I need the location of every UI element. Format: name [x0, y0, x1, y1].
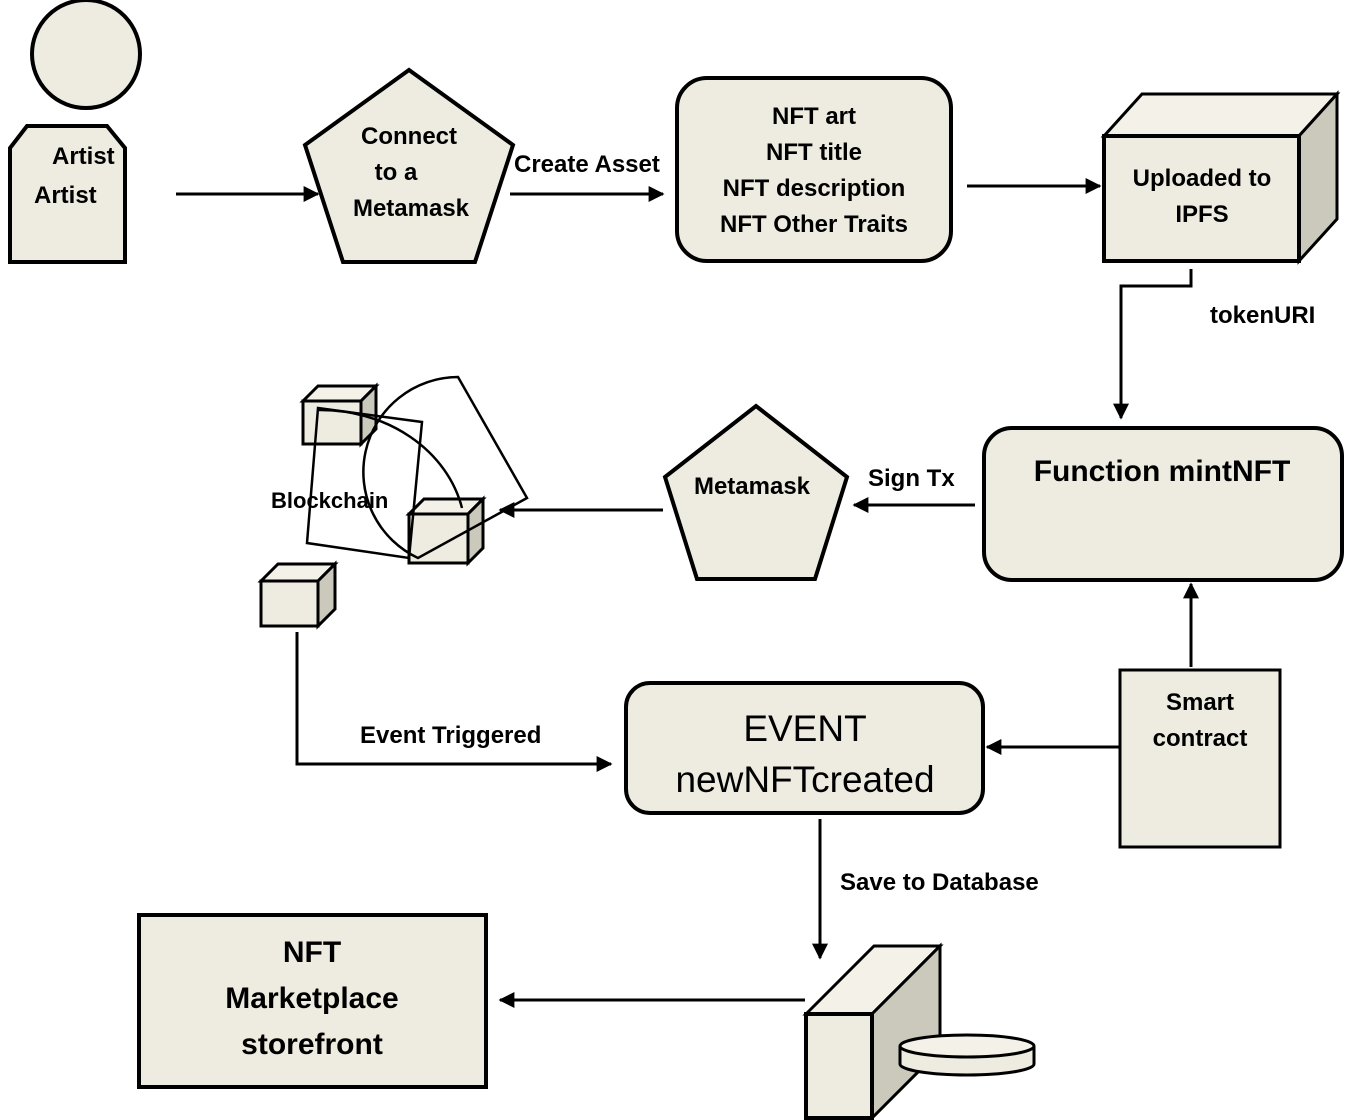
artist-actor: Artist Artist: [8, 0, 142, 264]
connect-metamask-node: Connect to a Metamask: [302, 67, 516, 264]
marketplace-box: [137, 913, 488, 1089]
connect-label-3: Metamask: [353, 195, 470, 222]
chain-link-fan: [362, 375, 529, 560]
database-node: [802, 942, 1036, 1120]
marketplace-label-2: Marketplace: [225, 982, 398, 1015]
nft-asset-line-2: NFT title: [766, 139, 862, 166]
smart-contract-box: [1118, 668, 1282, 849]
blockchain-node: Blockchain: [257, 375, 529, 630]
event-label-2: newNFTcreated: [675, 759, 934, 800]
save-to-database-label: Save to Database: [840, 869, 1039, 896]
connect-pentagon: [302, 67, 516, 264]
ipfs-label-2: IPFS: [1175, 201, 1228, 228]
marketplace-node: NFT Marketplace storefront: [137, 913, 488, 1089]
smart-contract-label-1: Smart: [1166, 689, 1234, 716]
sign-tx-label: Sign Tx: [868, 465, 955, 492]
create-asset-label: Create Asset: [514, 151, 660, 178]
database-front: [804, 1012, 874, 1120]
metamask-label: Metamask: [694, 473, 811, 500]
connect-label-1: Connect: [361, 123, 457, 150]
marketplace-label-3: storefront: [241, 1028, 383, 1061]
nft-asset-line-1: NFT art: [772, 103, 856, 130]
marketplace-label-1: NFT: [283, 936, 341, 969]
artist-label-1: Artist: [52, 143, 115, 170]
event-box: [624, 681, 985, 815]
mint-function-label: Function mintNFT: [1034, 455, 1291, 488]
ipfs-cube-front: [1102, 134, 1301, 263]
event-node: EVENT newNFTcreated: [624, 681, 985, 815]
arrow-event-triggered: [295, 632, 613, 772]
chain-link-rect: [305, 406, 424, 560]
event-triggered-label: Event Triggered: [360, 722, 541, 749]
block-cube-3: [257, 560, 339, 630]
ipfs-cube-top: [1100, 92, 1341, 138]
mint-function-box: [982, 426, 1344, 582]
nft-asset-node: NFT art NFT title NFT description NFT Ot…: [675, 76, 953, 263]
nft-asset-line-3: NFT description: [723, 175, 906, 202]
nft-asset-box: [675, 76, 953, 263]
connect-label-2: to a: [375, 159, 418, 186]
token-uri-label: tokenURI: [1210, 302, 1315, 329]
nft-asset-line-4: NFT Other Traits: [720, 211, 908, 238]
metamask-pentagon: [662, 403, 850, 581]
blockchain-label: Blockchain: [271, 488, 388, 513]
mint-function-node: Function mintNFT: [982, 426, 1344, 582]
ipfs-node: Uploaded to IPFS: [1100, 90, 1341, 265]
block-cube-2: [405, 495, 487, 567]
artist-head-icon: [30, 0, 142, 110]
metamask-node: Metamask: [662, 403, 850, 581]
smart-contract-label-2: contract: [1153, 725, 1248, 752]
arrow-token-uri: [1113, 269, 1193, 420]
database-disk-icon: [898, 1033, 1036, 1077]
event-label-1: EVENT: [743, 708, 866, 749]
chain-link-arc: [317, 408, 464, 509]
artist-label-2: Artist: [34, 182, 97, 209]
ipfs-label-1: Uploaded to: [1133, 165, 1272, 192]
artist-body: [8, 124, 127, 264]
smart-contract-node: Smart contract: [1118, 668, 1282, 849]
